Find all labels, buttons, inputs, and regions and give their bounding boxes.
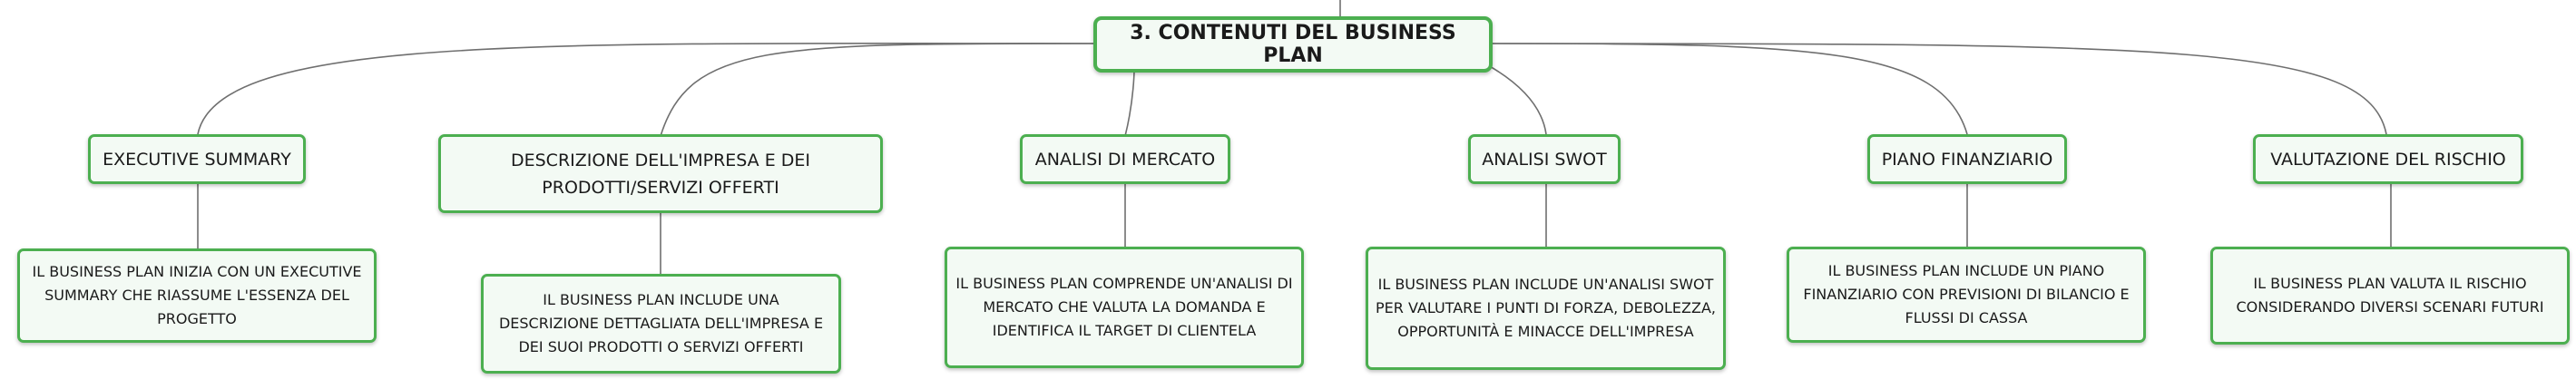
topic-analisi-swot[interactable]: ANALISI SWOT xyxy=(1468,134,1621,184)
connector-root-topic-3 xyxy=(1124,68,1135,137)
topic-descrizione-impresa[interactable]: DESCRIZIONE DELL'IMPRESA E DEI PRODOTTI/… xyxy=(438,134,883,213)
topic-executive-summary[interactable]: EXECUTIVE SUMMARY xyxy=(88,134,306,184)
root-topic[interactable]: 3. CONTENUTI DEL BUSINESS PLAN xyxy=(1093,16,1493,73)
detail-text: IL BUSINESS PLAN VALUTA IL RISCHIO CONSI… xyxy=(2236,275,2544,316)
detail-text: IL BUSINESS PLAN INCLUDE UN PIANO FINANZ… xyxy=(1803,262,2130,326)
detail-text: IL BUSINESS PLAN INCLUDE UNA DESCRIZIONE… xyxy=(498,291,824,355)
detail-text: IL BUSINESS PLAN INIZIA CON UN EXECUTIVE… xyxy=(32,263,362,327)
topic-label: DESCRIZIONE DELL'IMPRESA E DEI PRODOTTI/… xyxy=(510,150,811,198)
detail-descrizione-impresa[interactable]: IL BUSINESS PLAN INCLUDE UNA DESCRIZIONE… xyxy=(481,274,841,374)
root-topic-label: 3. CONTENUTI DEL BUSINESS PLAN xyxy=(1130,22,1456,67)
topic-label: EXECUTIVE SUMMARY xyxy=(103,149,291,170)
connector-root-topic-1 xyxy=(197,42,1094,135)
topic-piano-finanziario[interactable]: PIANO FINANZIARIO xyxy=(1867,134,2067,184)
detail-piano-finanziario[interactable]: IL BUSINESS PLAN INCLUDE UN PIANO FINANZ… xyxy=(1787,247,2146,343)
connector-root-topic-2 xyxy=(660,43,1094,137)
detail-analisi-swot[interactable]: IL BUSINESS PLAN INCLUDE UN'ANALISI SWOT… xyxy=(1366,247,1726,370)
topic-label: ANALISI SWOT xyxy=(1482,149,1607,170)
connector-root-topic-5 xyxy=(1492,43,1968,135)
detail-valutazione-rischio[interactable]: IL BUSINESS PLAN VALUTA IL RISCHIO CONSI… xyxy=(2210,247,2570,345)
topic-valutazione-rischio[interactable]: VALUTAZIONE DEL RISCHIO xyxy=(2253,134,2523,184)
topic-label: VALUTAZIONE DEL RISCHIO xyxy=(2270,149,2506,170)
topic-analisi-di-mercato[interactable]: ANALISI DI MERCATO xyxy=(1020,134,1230,184)
detail-text: IL BUSINESS PLAN INCLUDE UN'ANALISI SWOT… xyxy=(1376,276,1716,340)
connector-root-topic-4 xyxy=(1487,64,1547,135)
connector-root-topic-6 xyxy=(1492,43,2387,135)
topic-label: PIANO FINANZIARIO xyxy=(1881,149,2053,170)
topic-label: ANALISI DI MERCATO xyxy=(1034,149,1216,170)
detail-text: IL BUSINESS PLAN COMPRENDE UN'ANALISI DI… xyxy=(955,275,1293,339)
detail-executive-summary[interactable]: IL BUSINESS PLAN INIZIA CON UN EXECUTIVE… xyxy=(17,248,377,343)
detail-analisi-di-mercato[interactable]: IL BUSINESS PLAN COMPRENDE UN'ANALISI DI… xyxy=(945,247,1304,368)
